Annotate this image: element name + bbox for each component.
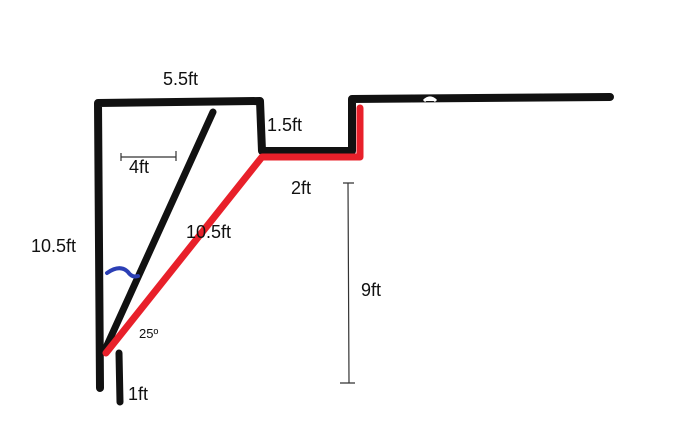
inner-width-dimension <box>120 151 177 161</box>
angle-mark <box>105 266 140 279</box>
label-drop-height: 9ft <box>361 280 381 300</box>
black-diagonal <box>100 108 217 356</box>
label-diagonal-length: 10.5ft <box>186 222 231 242</box>
outline-frame <box>94 93 614 392</box>
label-step-height: 1.5ft <box>267 115 302 135</box>
red-path <box>102 104 364 357</box>
label-top-width: 5.5ft <box>163 69 198 89</box>
label-angle: 25º <box>139 326 158 341</box>
bottom-extension-line <box>115 349 124 406</box>
label-bottom-extension: 1ft <box>128 384 148 404</box>
top-notch <box>422 96 438 103</box>
label-left-height: 10.5ft <box>31 236 76 256</box>
label-step-width: 2ft <box>291 178 311 198</box>
drop-height-dimension <box>340 182 355 384</box>
label-inner-width: 4ft <box>129 157 149 177</box>
